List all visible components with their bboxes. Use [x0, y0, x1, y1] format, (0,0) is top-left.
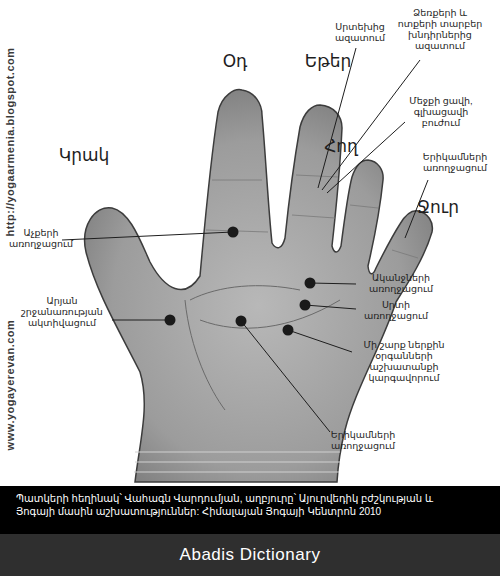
- callout-text: Ականջների առողջացում: [356, 273, 446, 295]
- element-name: Կրակ: [58, 146, 110, 166]
- caption-band: [0, 486, 500, 576]
- callout-text: Երիկամների առողջացում: [318, 430, 408, 452]
- element-name: Եթեր: [303, 52, 353, 72]
- acupressure-point: [300, 300, 311, 311]
- leader-line: [288, 330, 352, 352]
- callout-text: Երիկամների առողջացում: [412, 152, 498, 174]
- watermark: http://yogaarmenia.blogspot.com: [4, 47, 16, 236]
- element-name: Օդ: [215, 52, 255, 72]
- element-name: Հող: [320, 137, 362, 157]
- callout-text: Մի շարք ներքին օրգանների աշխատանքի կարգա…: [354, 340, 454, 384]
- callout-text: Աչքերի առողջացում: [8, 228, 74, 250]
- element-name: Ջուր: [413, 198, 463, 218]
- acupressure-point: [236, 316, 247, 327]
- leader-line: [305, 305, 356, 309]
- palm-crease: [185, 300, 225, 410]
- callout-text: Ձեռքերի և ոտքերի տարբեր խնդիրներից ազատո…: [395, 8, 485, 52]
- wrist-line: [134, 452, 340, 472]
- leader-line: [62, 232, 233, 240]
- acupressure-point: [283, 325, 294, 336]
- footer-watermark: Abadis Dictionary: [180, 545, 321, 565]
- palm-crease: [190, 286, 300, 300]
- callout-text: Սրտեխից ազատում: [330, 22, 390, 44]
- finger-crease: [206, 175, 418, 258]
- watermark: www.yogayerevan.com: [4, 320, 16, 451]
- leader-line: [327, 122, 405, 193]
- acupressure-point: [165, 315, 176, 326]
- callout-text: Սրտի առողջացում: [356, 300, 436, 322]
- callout-text: Արյան շրջանառության ակտիվացում: [8, 296, 116, 329]
- leader-line: [310, 283, 356, 284]
- leader-line: [112, 320, 170, 321]
- acupressure-point: [228, 227, 239, 238]
- callout-text: Մեջքի ցավի, գլխացավի բուժում: [395, 96, 487, 129]
- leader-line: [322, 60, 420, 190]
- acupressure-point: [305, 278, 316, 289]
- palm-crease: [200, 300, 340, 328]
- leader-line: [241, 321, 330, 432]
- points: [165, 227, 316, 336]
- caption: Պատկերի հեղինակ՝ Վահագն Վարդումյան, աղբյ…: [16, 492, 436, 518]
- footer-bar: [0, 534, 500, 576]
